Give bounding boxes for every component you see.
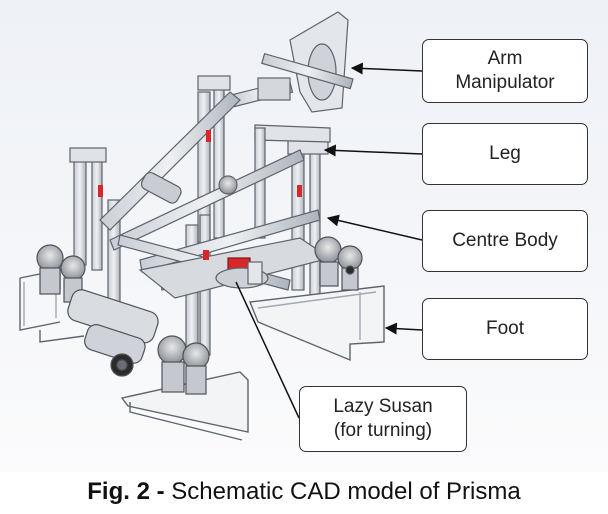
callout-centre-body-label: Centre Body xyxy=(452,230,558,251)
figure-number: Fig. 2 - xyxy=(87,478,165,505)
callout-lazy-line1: Lazy Susan xyxy=(333,396,433,417)
callout-lazy-susan: Lazy Susan (for turning) xyxy=(299,386,467,452)
motors xyxy=(36,236,363,395)
callout-arm-line1: Arm xyxy=(487,48,523,69)
callout-arm-manipulator: Arm Manipulator xyxy=(422,39,588,103)
callout-leg-label: Leg xyxy=(489,143,521,164)
callout-centre-body: Centre Body xyxy=(422,210,588,272)
callout-foot: Foot xyxy=(422,298,588,360)
arrow-leg xyxy=(323,144,423,157)
feet xyxy=(19,269,385,441)
callout-leg: Leg xyxy=(422,123,588,185)
callout-lazy-line2: (for turning) xyxy=(333,420,433,441)
line-lazy-susan xyxy=(235,281,300,419)
figure-caption-text: Schematic CAD model of Prisma xyxy=(164,478,521,505)
figure-caption: Fig. 2 - Schematic CAD model of Prisma xyxy=(0,478,608,506)
cad-model-drawing xyxy=(19,11,423,441)
callout-arm-line2: Manipulator xyxy=(455,72,555,93)
lazy-susan xyxy=(215,261,269,289)
arm-manipulator xyxy=(230,11,354,113)
callout-foot-label: Foot xyxy=(485,318,525,339)
arrow-foot xyxy=(384,322,423,335)
arrow-centre-body xyxy=(326,214,423,241)
arrow-arm-manipulator xyxy=(350,62,423,75)
leader-lines xyxy=(235,62,423,419)
